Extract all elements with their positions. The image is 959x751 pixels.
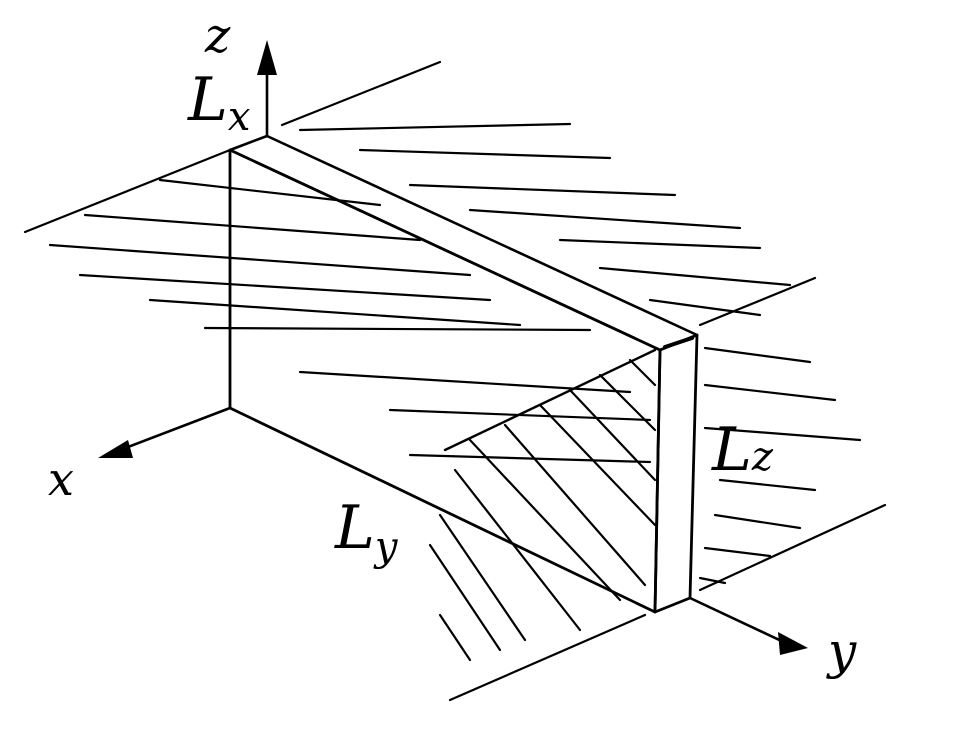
y-axis-arrowhead: [778, 632, 808, 655]
axes: [98, 40, 808, 655]
hatch-right: [698, 346, 862, 585]
z-axis-arrowhead: [257, 40, 277, 75]
hatch-upper-right: [298, 122, 792, 317]
x-axis-line: [113, 406, 232, 454]
shadow-edge: [443, 348, 657, 452]
x-axis-arrowhead: [98, 440, 133, 458]
x-axis-label: x: [48, 452, 74, 506]
lz-label: Lz: [711, 415, 774, 485]
hatch-diagonal: [428, 358, 657, 662]
plane-edges: [23, 60, 887, 702]
lx-label: Lx: [187, 65, 250, 140]
z-axis-label: z: [204, 8, 231, 64]
slab-right-face: [653, 333, 699, 614]
y-axis-line: [688, 596, 792, 647]
slab-box: [228, 134, 699, 614]
ly-label: Ly: [334, 493, 399, 570]
y-axis-label: y: [826, 622, 857, 680]
hatch-left: [48, 178, 652, 464]
